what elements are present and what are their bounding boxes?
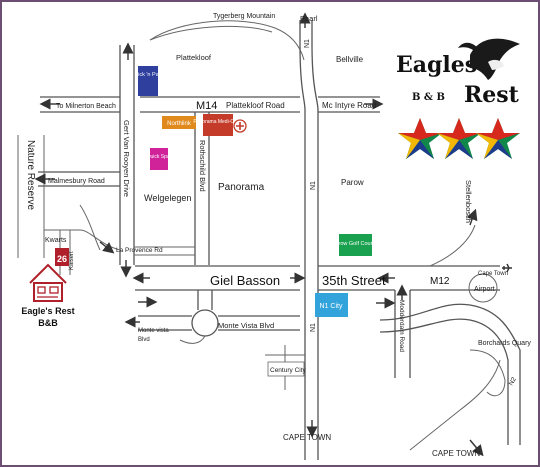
plattekloof-road: [40, 96, 380, 113]
n2-highway: [379, 303, 521, 451]
route-26-marker: [55, 248, 69, 266]
airport-ring: [468, 273, 498, 303]
airplane-icon: [502, 263, 512, 273]
golf-course-box: [339, 234, 372, 256]
northlink-label: Northlink: [167, 121, 192, 127]
mc-intyre-label: Mc Intyre Road: [322, 101, 376, 110]
tygerberg-ridge: [149, 20, 305, 61]
northlink-box: [162, 116, 196, 129]
n1-label-c: N1: [310, 323, 317, 332]
m12-label: M12: [430, 276, 450, 287]
eagle-icon: [458, 38, 520, 80]
kaisert-label: Kaisert: [69, 251, 75, 270]
tygerberg-mountain-label: Tygerberg Mountain: [213, 13, 275, 20]
stellenbosch-label: Stellenbosch: [464, 180, 473, 223]
kwarts-label: Kwarts: [45, 237, 67, 244]
m14-label: M14: [196, 100, 217, 112]
medical-cross-icon: [233, 119, 247, 133]
brand-word-1: Eagles: [396, 52, 477, 78]
blvd-label: Blvd: [138, 337, 150, 343]
monte-vista-blvd-label: Monte Vista Blvd: [218, 321, 274, 330]
bellville-label: Bellville: [336, 55, 364, 64]
house-name-line-1: Eagle's Rest: [21, 306, 74, 316]
n1-city-box: [315, 293, 348, 317]
tygerberg-ridge-inner: [149, 26, 273, 41]
medi-clinic-label: Panorama Medi-Clinic: [193, 119, 243, 125]
monte-vista-label: Monte vista: [138, 328, 169, 334]
la-provence-road: [79, 204, 195, 256]
cape-town-label-2: CAPE TOWN: [432, 449, 480, 458]
nature-reserve-label: Nature Reserve: [25, 140, 36, 210]
rothschild-blvd: [194, 112, 210, 265]
n1-label-b: N1: [310, 181, 317, 190]
la-provence-label: La Provence Rd: [116, 247, 163, 254]
century-city-label: Century City: [270, 367, 307, 374]
monte-vista-blvd: [138, 290, 300, 344]
flag-star-icon: [398, 118, 520, 159]
house-name-line-2: B&B: [38, 318, 58, 328]
n1-city-label: N1 City: [320, 303, 343, 310]
house-icon: [29, 263, 67, 302]
cape-town-airport-label: Cape Town: [478, 271, 508, 277]
century-city-box: [267, 361, 305, 377]
malmesbury-road: [38, 171, 120, 187]
giel-basson-35th-street: [135, 265, 500, 291]
gert-van-rooyen-drive: [119, 45, 135, 265]
borchards-label: Borchards Quary: [478, 340, 531, 347]
35th-street-label: 35th Street: [322, 273, 386, 288]
modderdam-label: Modderdam Road: [398, 300, 405, 352]
plattekloof-road-label: Plattekloof Road: [226, 101, 285, 110]
rothschild-label: Rothschild Blvd: [198, 140, 207, 192]
n1-highway: [299, 20, 319, 460]
direction-arrow-icon: [34, 12, 484, 457]
giel-basson-label: Giel Basson: [210, 273, 280, 288]
welgelegen-label: Welgelegen: [144, 193, 191, 203]
plattekloof-label: Plattekloof: [176, 53, 212, 62]
pick-n-pay-box: [138, 66, 158, 96]
gert-van-rooyen-label: Gert Van Rooyen Drive: [122, 120, 131, 197]
route-26-label: 26: [57, 254, 67, 264]
brand-sub: B & B: [412, 92, 445, 103]
malmesbury-label: Malmesbury Road: [48, 178, 105, 185]
golf-course-label: Parow Golf Course: [332, 241, 378, 247]
quick-spar-label: Quick Spar: [147, 154, 172, 160]
airport-label: Airport: [474, 286, 495, 293]
to-milnerton-label: To Milnerton Beach: [56, 103, 116, 110]
pick-n-pay-label: Pick 'n Pay: [134, 72, 161, 78]
n1-label-a: N1: [304, 39, 311, 48]
paarl-label: Paarl: [300, 14, 318, 23]
n2-label: N2: [508, 376, 518, 387]
panorama-label: Panorama: [218, 182, 265, 193]
nature-reserve-boundary: [17, 135, 45, 258]
stellenbosch-road: [429, 224, 476, 267]
medi-clinic-box: [203, 114, 233, 136]
brand-word-2: Rest: [464, 82, 520, 108]
cape-town-label-1: CAPE TOWN: [283, 433, 331, 442]
parow-label: Parow: [341, 178, 364, 187]
quick-spar-box: [150, 148, 168, 170]
